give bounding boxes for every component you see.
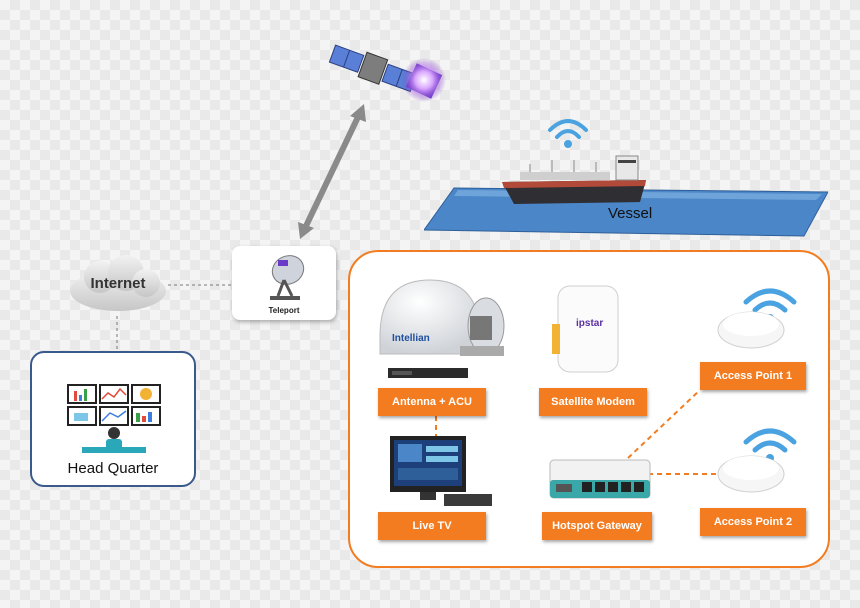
satellite-modem-label: Satellite Modem	[539, 388, 647, 416]
hotspot-gateway-label: Hotspot Gateway	[542, 512, 652, 540]
internet-cloud: Internet	[66, 255, 170, 315]
head-quarter-node: Head Quarter	[30, 351, 196, 487]
satellite-modem-icon	[552, 285, 619, 373]
router-icon	[549, 459, 651, 499]
access-point-device-icon	[717, 311, 785, 349]
satellite-antenna-icon	[379, 279, 505, 356]
access-point-2-label: Access Point 2	[700, 508, 806, 536]
antenna-acu-label: Antenna + ACU	[378, 388, 486, 416]
dish-antenna-icon	[270, 255, 305, 300]
television-icon	[390, 436, 492, 506]
gateway-ap1-link	[627, 389, 701, 459]
teleport-node: Teleport	[232, 246, 336, 320]
satellite-link-arrow	[298, 104, 366, 239]
cloud-icon	[70, 255, 166, 311]
access-point-1-label: Access Point 1	[700, 362, 806, 390]
teleport-label: Teleport	[268, 306, 300, 315]
head-quarter-label: Head Quarter	[67, 460, 159, 477]
access-point-device-icon	[717, 455, 785, 493]
modem-brand-label: ipstar	[576, 318, 604, 329]
vessel-label: Vessel	[608, 205, 653, 222]
satellite-icon	[328, 44, 446, 102]
antenna-brand-label: Intellian	[392, 333, 430, 344]
ship-icon	[502, 155, 646, 204]
internet-label: Internet	[90, 275, 146, 292]
wifi-icon	[548, 119, 588, 148]
acu-unit-icon	[388, 368, 468, 378]
live-tv-label: Live TV	[378, 512, 486, 540]
monitoring-center-icon	[67, 384, 161, 453]
